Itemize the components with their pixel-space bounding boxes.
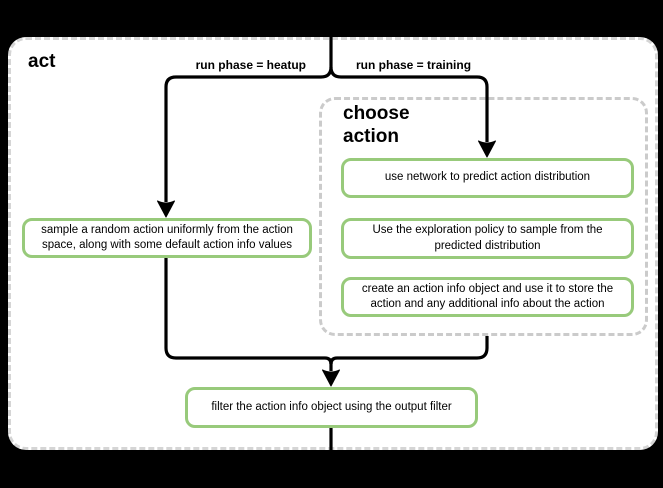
node-filter-action-info: filter the action info object using the … [185, 387, 478, 428]
branch-label-training: run phase = training [356, 58, 472, 72]
node-create-action-info-object: create an action info object and use it … [341, 277, 634, 317]
node-sample-random-action: sample a random action uniformly from th… [22, 218, 312, 258]
branch-label-heatup: run phase = heatup [195, 58, 306, 72]
node-predict-action-distribution: use network to predict action distributi… [341, 158, 634, 198]
node-exploration-policy-sample: Use the exploration policy to sample fro… [341, 218, 634, 259]
choose-action-group-title: choose action [343, 103, 410, 147]
act-container-title: act [28, 51, 56, 72]
